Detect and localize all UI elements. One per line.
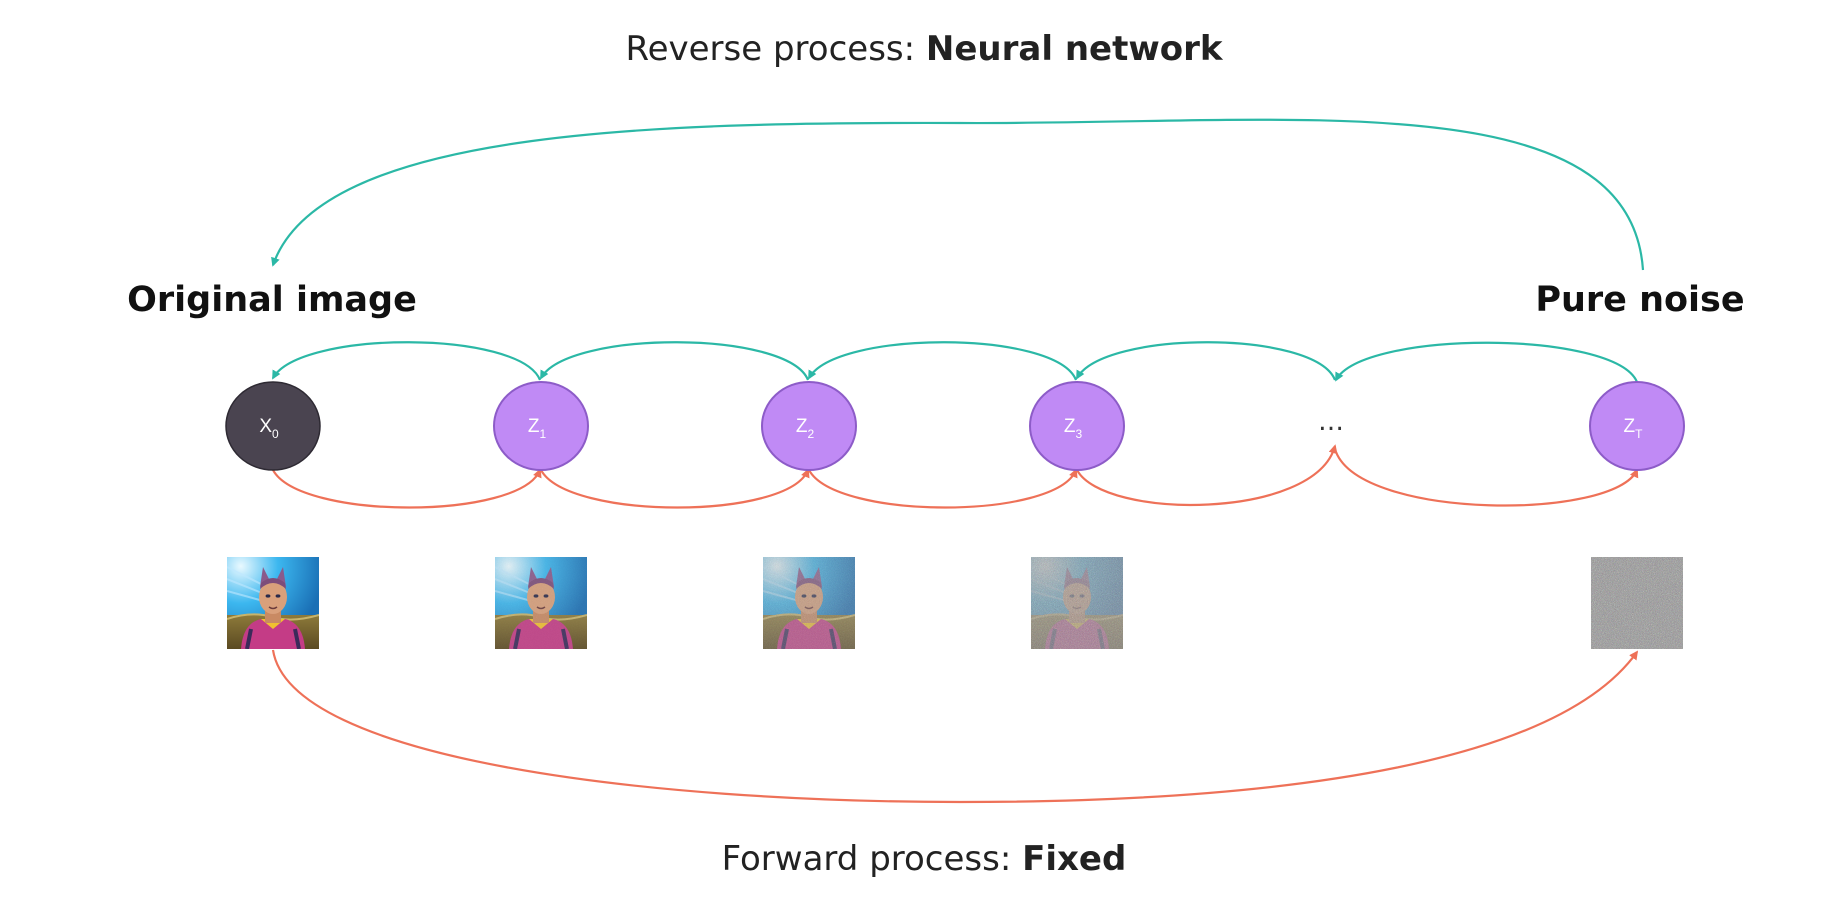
node-letter: X [259, 416, 272, 437]
noise-overlay [495, 557, 587, 649]
forward-process-prefix: Forward process: [722, 839, 1022, 879]
reverse-arrow-z2-z1 [540, 341, 810, 381]
node-subscript: T [1635, 427, 1643, 441]
thumbnail-z1 [495, 557, 587, 649]
reverse-arrow-z3-z2 [808, 341, 1078, 381]
noise-overlay [1591, 557, 1683, 649]
node-subscript: 2 [807, 427, 814, 441]
node-label: Z2 [796, 416, 815, 441]
node-label: ZT [1624, 416, 1644, 441]
forward-arrow-z2-z3 [808, 468, 1078, 509]
node-subscript: 1 [539, 427, 546, 441]
forward-arrow-dots-zt [1334, 451, 1639, 507]
reverse-arrow-z1-x0 [272, 341, 542, 381]
original-image-label: Original image [127, 280, 417, 320]
thumbnail-row [227, 557, 1683, 649]
reverse-arrow-dots-z3 [1076, 341, 1337, 381]
forward-arc-big [271, 649, 1639, 804]
node-zt: ZT [1589, 381, 1685, 471]
thumbnail-z2 [763, 557, 855, 649]
noise-overlay [763, 557, 855, 649]
node-circle [225, 381, 321, 471]
ellipsis: … [1318, 407, 1344, 437]
node-label: X0 [259, 416, 279, 441]
forward-process-caption: Forward process: Fixed [722, 839, 1127, 879]
forward-process-emphasis: Fixed [1022, 839, 1126, 879]
node-letter: Z [528, 416, 540, 437]
node-label: Z3 [1064, 416, 1083, 441]
node-label: Z1 [528, 416, 547, 441]
reverse-process-emphasis: Neural network [926, 29, 1224, 69]
reverse-process-prefix: Reverse process: [626, 29, 926, 69]
node-z3: Z3 [1029, 381, 1125, 471]
node-z2: Z2 [761, 381, 857, 471]
forward-arrow-x0-z1 [272, 468, 542, 509]
thumbnail-x0 [227, 557, 319, 649]
node-letter: Z [796, 416, 808, 437]
node-circle [761, 381, 857, 471]
reverse-arrow-zt-dots [1335, 341, 1639, 383]
thumbnail-zt [1591, 557, 1683, 649]
node-letter: Z [1064, 416, 1076, 437]
reverse-process-caption: Reverse process: Neural network [626, 29, 1224, 69]
thumbnail-z3 [1031, 557, 1123, 649]
forward-arrow-z1-z2 [540, 468, 810, 509]
node-z1: Z1 [493, 381, 589, 471]
reverse-arc-big [271, 118, 1645, 271]
node-x0: X0 [225, 381, 321, 471]
pure-noise-label: Pure noise [1535, 280, 1744, 320]
node-circle [493, 381, 589, 471]
noise-overlay [1031, 557, 1123, 649]
node-subscript: 0 [272, 427, 279, 441]
node-letter: Z [1624, 416, 1636, 437]
node-circle [1029, 381, 1125, 471]
forward-arrow-z3-dots [1076, 444, 1338, 506]
node-circle [1589, 381, 1685, 471]
node-subscript: 3 [1075, 427, 1082, 441]
